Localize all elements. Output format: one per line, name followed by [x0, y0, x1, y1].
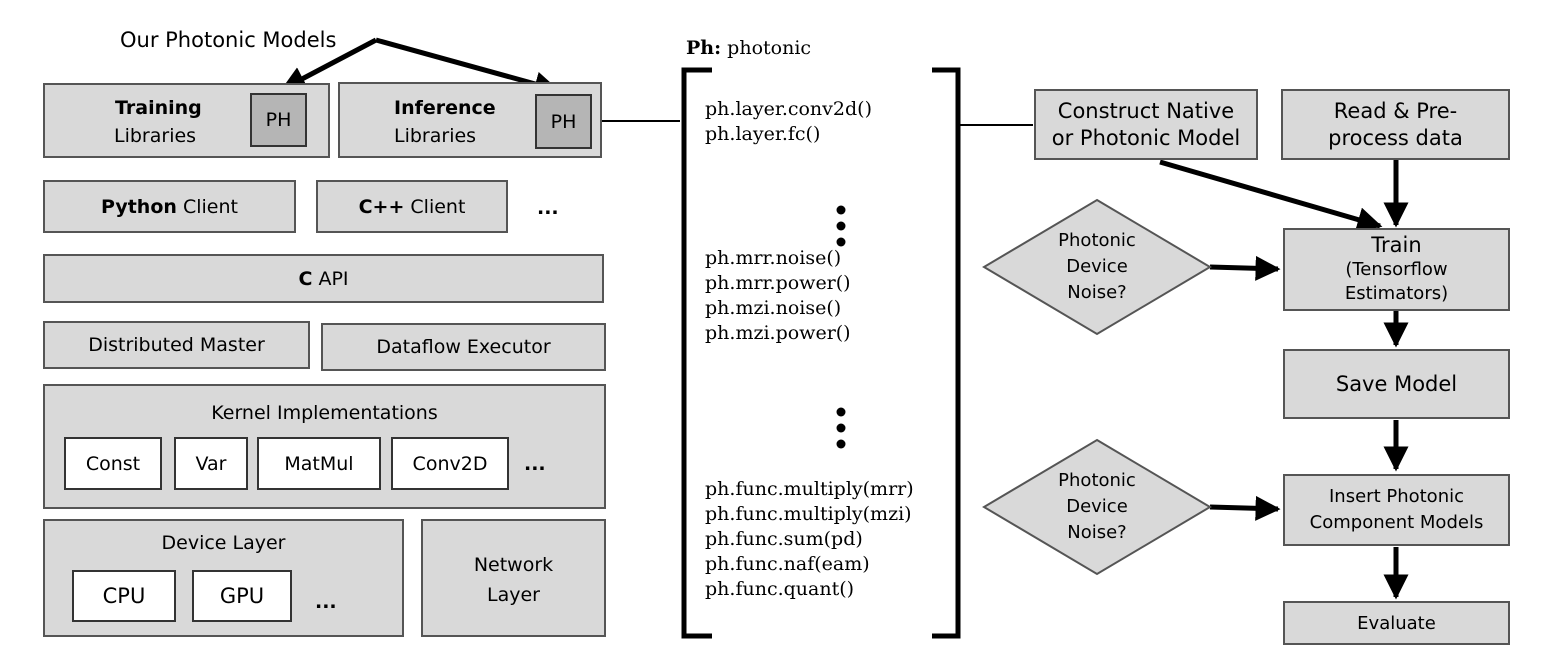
api-item: ph.layer.conv2d(): [705, 98, 872, 120]
inference-libraries-label: Libraries: [394, 125, 477, 147]
api-group-functions: ph.func.multiply(mrr) ph.func.multiply(m…: [705, 477, 914, 602]
insert-line1: Insert Photonic: [1329, 486, 1464, 507]
network-layer-line2: Layer: [487, 584, 540, 606]
arrow-construct-to-train: [1159, 159, 1383, 232]
read-line2: process data: [1328, 125, 1463, 150]
device-more-ellipsis: ...: [315, 591, 337, 613]
kernel-implementations-box: Kernel Implementations Const Var MatMul …: [43, 384, 606, 509]
python-label: Python: [101, 195, 177, 218]
api-item: ph.func.sum(pd): [705, 528, 863, 550]
client-more-ellipsis: ...: [537, 197, 559, 219]
decision-diamond-1: [982, 198, 1212, 336]
api-header-prefix: Ph:: [686, 37, 722, 59]
dataflow-executor-box: Dataflow Executor: [321, 323, 606, 371]
python-client-label: Client: [176, 195, 238, 218]
training-libraries-label: Libraries: [114, 125, 197, 147]
decision-1-line3: Noise?: [1067, 282, 1127, 303]
api-group-layers: ph.layer.conv2d() ph.layer.fc(): [705, 97, 872, 147]
api-item: ph.mzi.power(): [705, 322, 851, 344]
decision-diamond-2: [982, 438, 1212, 576]
python-client-box: Python Client: [43, 180, 296, 233]
cpp-label: C++: [358, 195, 405, 218]
left-bracket: [681, 67, 712, 639]
construct-line1: Construct Native: [1057, 98, 1235, 123]
kernel-more-ellipsis: ...: [524, 453, 546, 475]
photonic-models-label: Our Photonic Models: [120, 28, 337, 52]
network-layer-line1: Network: [473, 554, 554, 576]
arrow-noise2-to-insert: [1209, 495, 1281, 521]
c-api-box: C API: [43, 254, 604, 303]
insert-models-box: Insert Photonic Component Models: [1283, 474, 1510, 546]
api-item: ph.func.multiply(mzi): [705, 503, 912, 525]
c-api-label: API: [312, 267, 349, 290]
c-label: C: [298, 267, 313, 290]
api-item: ph.func.naf(eam): [705, 553, 870, 575]
network-layer-box: Network Layer: [421, 519, 606, 637]
inference-libraries-box: Inference Libraries PH: [338, 82, 602, 158]
training-libraries-box: Training Libraries PH: [43, 83, 330, 158]
kernel-item-matmul: MatMul: [257, 437, 381, 490]
insert-line2: Component Models: [1309, 512, 1484, 533]
api-item: ph.mrr.power(): [705, 272, 851, 294]
train-line3: Estimators): [1344, 283, 1449, 304]
decision-1-line1: Photonic: [1058, 230, 1136, 251]
decision-1-line2: Device: [1066, 256, 1128, 277]
save-model-box: Save Model: [1283, 349, 1510, 419]
distributed-master-box: Distributed Master: [43, 321, 310, 369]
construct-model-box: Construct Native or Photonic Model: [1034, 89, 1258, 160]
device-layer-title: Device Layer: [161, 532, 286, 554]
arrow-noise1-to-train: [1209, 255, 1281, 281]
api-item: ph.func.quant(): [705, 578, 855, 600]
device-item-gpu: GPU: [192, 570, 292, 622]
training-label: Training: [115, 97, 202, 119]
evaluate-box: Evaluate: [1283, 601, 1510, 645]
right-bracket: [932, 67, 961, 639]
api-header: Ph: photonic: [686, 36, 811, 61]
train-box: Train (Tensorflow Estimators): [1283, 228, 1510, 311]
api-item: ph.mrr.noise(): [705, 247, 842, 269]
device-item-cpu: CPU: [72, 570, 176, 622]
decision-2-line2: Device: [1066, 496, 1128, 517]
inference-label: Inference: [394, 97, 496, 119]
cpp-client-label: Client: [404, 195, 466, 218]
construct-line2: or Photonic Model: [1051, 125, 1241, 150]
decision-2-line1: Photonic: [1058, 470, 1136, 491]
ellipsis-dots-lower: [836, 407, 846, 449]
kernel-item-var: Var: [174, 437, 248, 490]
api-item: ph.func.multiply(mrr): [705, 478, 914, 500]
arrow-to-training-ph: [280, 37, 378, 92]
ellipsis-dots-upper: [836, 205, 846, 247]
device-layer-box: Device Layer CPU GPU ...: [43, 519, 404, 637]
kernel-item-conv2d: Conv2D: [391, 437, 509, 490]
api-group-devices: ph.mrr.noise() ph.mrr.power() ph.mzi.noi…: [705, 246, 851, 346]
decision-1-label: Photonic Device Noise?: [1040, 228, 1154, 306]
read-data-box: Read & Pre- process data: [1281, 89, 1510, 160]
cpp-client-box: C++ Client: [316, 180, 508, 233]
decision-2-line3: Noise?: [1067, 522, 1127, 543]
kernel-title: Kernel Implementations: [211, 402, 438, 424]
decision-2-label: Photonic Device Noise?: [1040, 468, 1154, 546]
api-header-text: photonic: [721, 37, 812, 59]
inference-ph-box: PH: [535, 94, 592, 149]
training-ph-box: PH: [250, 93, 307, 147]
api-item: ph.mzi.noise(): [705, 297, 842, 319]
api-item: ph.layer.fc(): [705, 123, 821, 145]
train-line1: Train: [1371, 233, 1422, 257]
arrow-to-inference-ph: [375, 37, 560, 97]
train-line2: (Tensorflow: [1345, 259, 1448, 280]
kernel-item-const: Const: [64, 437, 162, 490]
read-line1: Read & Pre-: [1333, 98, 1458, 123]
